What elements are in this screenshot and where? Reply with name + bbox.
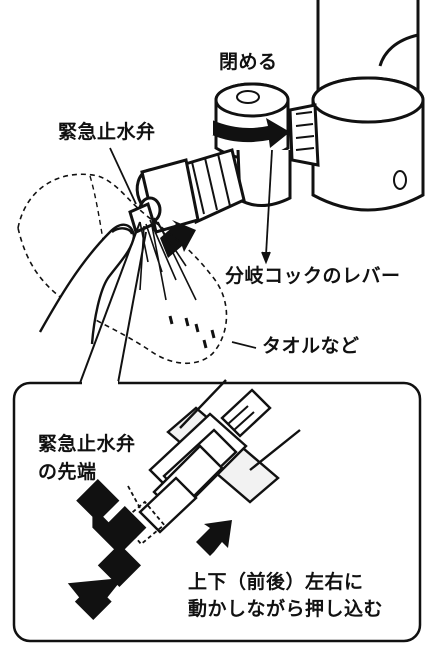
valve-tip-label-line2: の先端 <box>38 461 97 483</box>
towel-label: タオルなど <box>262 335 360 357</box>
insert-arrow-icon <box>196 520 232 556</box>
rotate-arrow-icon <box>211 118 290 148</box>
push-arrow-icon <box>160 220 196 258</box>
four-way-arrow-icon <box>67 479 147 621</box>
emergency-valve-label: 緊急止水弁 <box>58 121 156 143</box>
valve-body-icon <box>128 148 246 235</box>
instruction-line2: 動かしながら押し込む <box>188 598 384 620</box>
leader-lines <box>109 147 273 349</box>
cross-section-icon <box>138 379 301 534</box>
branch-cock-lever-label: 分岐コックのレバー <box>225 265 401 287</box>
faucet-icon <box>311 0 425 212</box>
valve-tip-label-line1: 緊急止水弁 <box>38 433 136 455</box>
zoom-lines <box>79 221 147 384</box>
hand-icon <box>38 223 136 345</box>
close-label: 閉める <box>219 51 278 73</box>
instruction-line1: 上下（前後）左右に <box>188 571 364 593</box>
